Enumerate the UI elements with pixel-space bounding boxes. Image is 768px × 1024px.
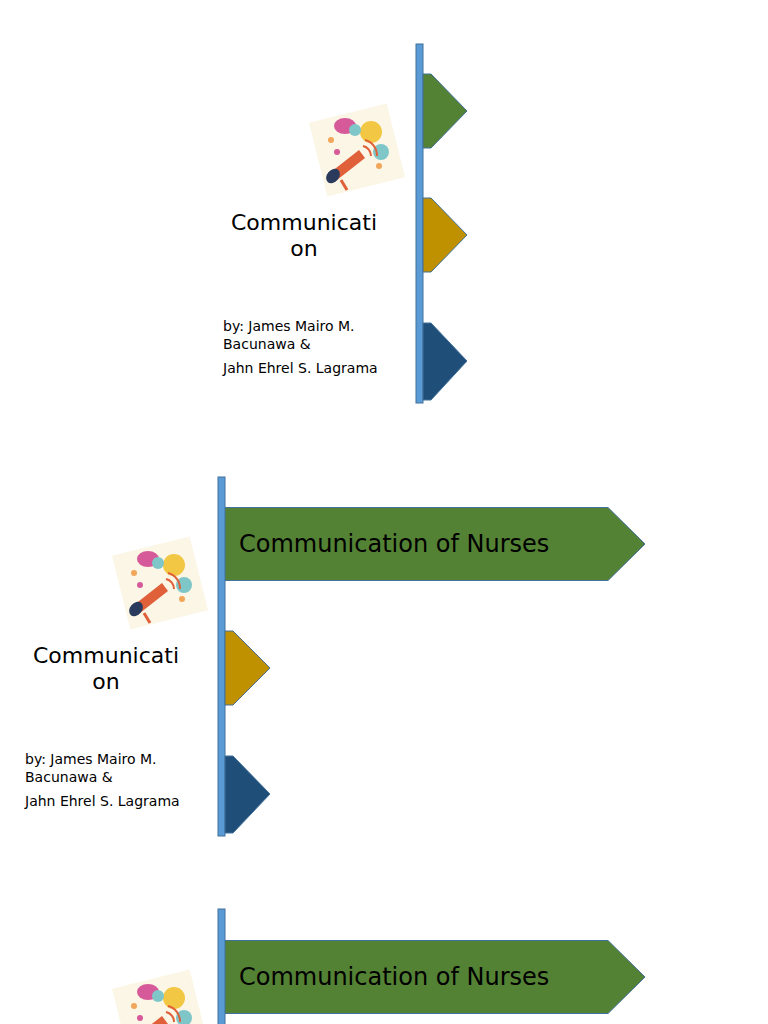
timeline-bar [218,477,225,836]
timeline-bar [416,44,423,403]
author-line: Jahn Ehrel S. Lagrama [25,793,200,811]
megaphone-icon [112,536,208,629]
arrow-tab [423,74,467,148]
arrow-tab [423,198,467,272]
banner-text: Communication of Nurses [239,530,549,558]
banner-text: Communication of Nurses [239,963,549,991]
timeline-bar [218,909,225,1024]
arrow-outline [225,508,645,581]
arrow-outline [225,941,645,1014]
megaphone-icon [112,969,208,1024]
author-line: by: James Mairo M. Bacunawa & [25,751,200,786]
slide-title: Communication [31,643,181,696]
author-line: by: James Mairo M. Bacunawa & [223,318,398,353]
arrow-banner: Communication of Nurses [225,507,645,581]
slide-3 [112,909,225,1024]
megaphone-icon [309,103,405,196]
arrow-tab [423,323,467,400]
slide-title: Communication [229,210,379,263]
arrow-tab [225,756,270,833]
arrow-banner: Communication of Nurses [225,940,645,1014]
arrow-tab [225,631,270,705]
author-line: Jahn Ehrel S. Lagrama [223,360,398,378]
